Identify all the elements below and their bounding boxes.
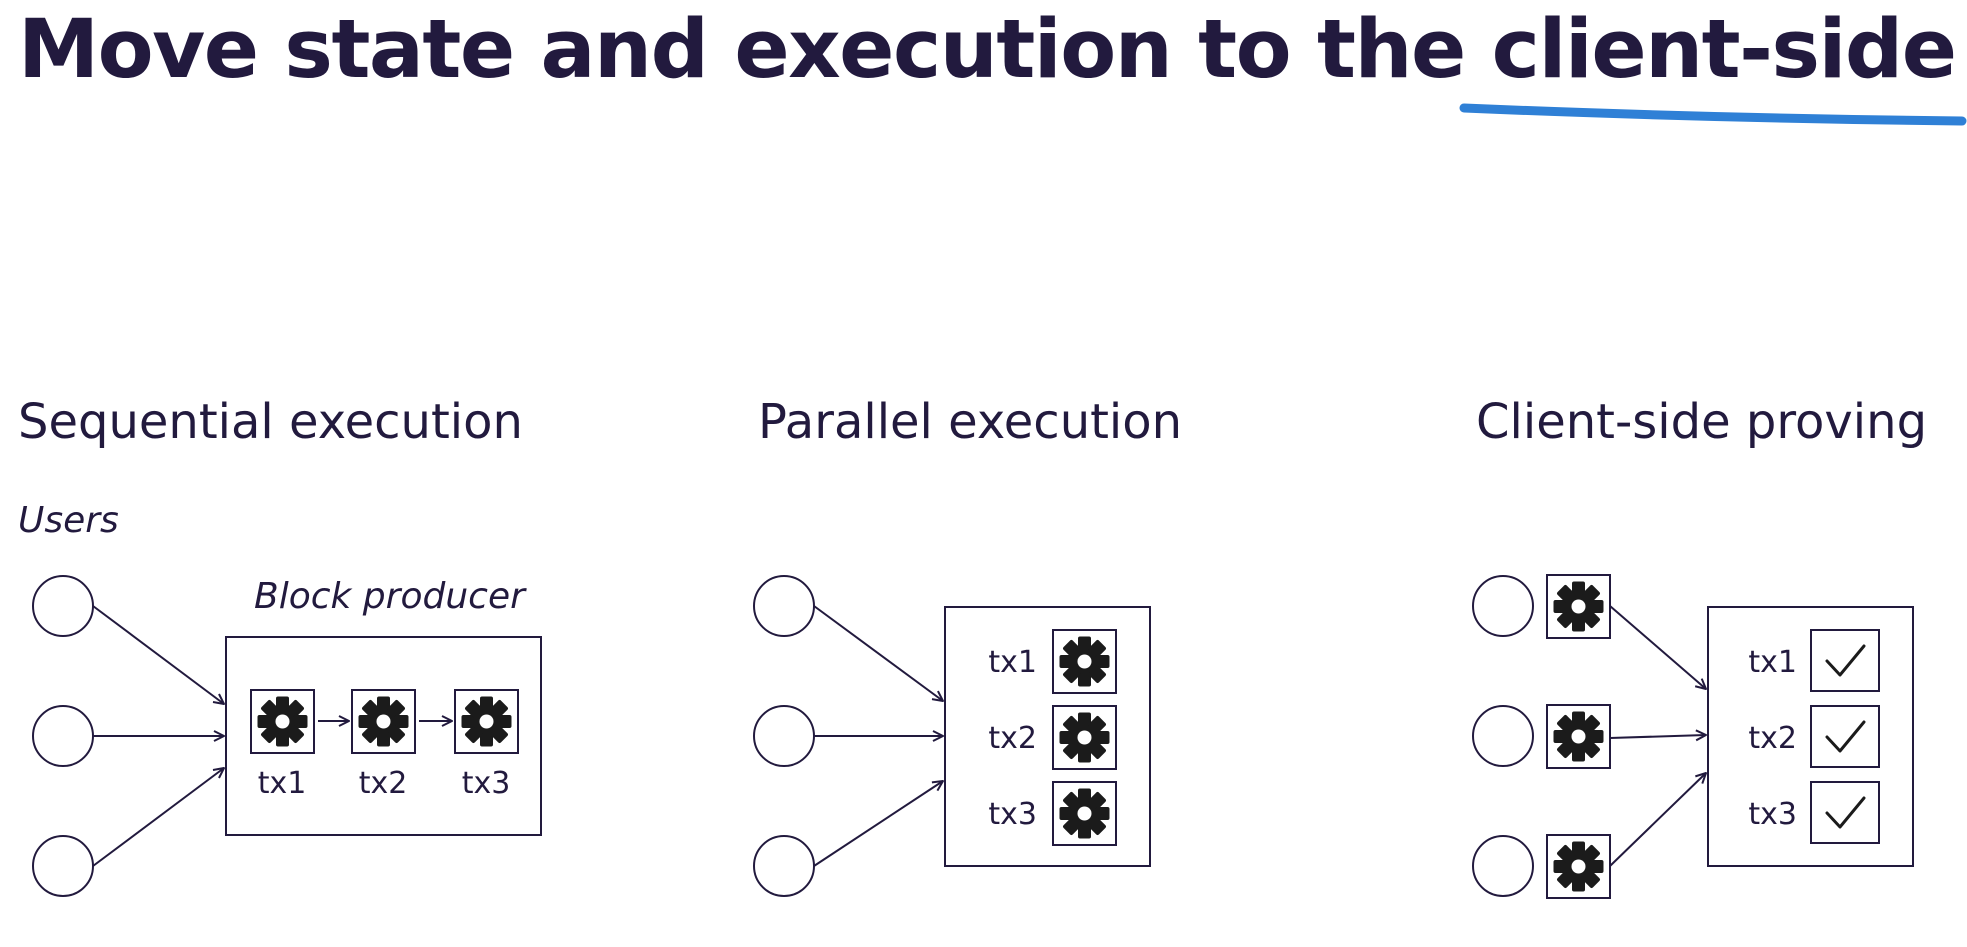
arrow-icon [813, 780, 944, 867]
user-circle-icon [32, 835, 94, 897]
arrow-icon [92, 605, 225, 705]
check-icon [1825, 720, 1866, 753]
block-producer-box [225, 636, 542, 836]
client-side-diagram: tx1 tx2 tx3 [1472, 574, 1914, 899]
gear-icon [1553, 841, 1604, 892]
section-title-client-side: Client-side proving [1476, 394, 1928, 450]
tx-label: tx2 [988, 721, 1037, 756]
tx-check-box [1810, 781, 1880, 844]
gear-icon [1553, 711, 1604, 762]
users-label: Users [18, 500, 119, 541]
gear-icon [1059, 636, 1110, 687]
gear-icon [1553, 581, 1604, 632]
user-circle-icon [32, 705, 94, 767]
user-circle-icon [1472, 575, 1534, 637]
user-circle-icon [753, 835, 815, 897]
tx-label: tx3 [462, 766, 511, 801]
title-emphasis: client-side [1491, 2, 1957, 97]
tx-label: tx3 [1748, 797, 1797, 832]
arrow-icon [1609, 772, 1707, 867]
tx-label: tx1 [988, 645, 1037, 680]
user-circle-icon [1472, 705, 1534, 767]
section-title-sequential: Sequential execution [18, 394, 523, 450]
block-producer-box [944, 606, 1151, 867]
arrow-icon [92, 767, 225, 867]
tx-check-box [1810, 629, 1880, 692]
tx-label: tx2 [359, 766, 408, 801]
title-prefix: Move state and execution to the [18, 2, 1492, 97]
sequential-diagram: tx1 tx2 tx3 [32, 575, 542, 897]
gear-icon [461, 696, 512, 747]
parallel-diagram: tx1 tx2 tx3 [753, 575, 1151, 897]
gear-icon [1059, 712, 1110, 763]
tx-label: tx1 [1748, 645, 1797, 680]
arrow-icon [813, 605, 944, 702]
page-title: Move state and execution to the client-s… [18, 0, 1957, 100]
tx-label: tx3 [988, 797, 1037, 832]
user-circle-icon [32, 575, 94, 637]
user-circle-icon [1472, 835, 1534, 897]
arrow-icon [1609, 605, 1707, 690]
check-icon [1825, 644, 1866, 677]
gear-icon [1059, 788, 1110, 839]
verifier-box [1707, 606, 1914, 867]
arrow-icon [1609, 729, 1707, 742]
user-circle-icon [753, 705, 815, 767]
section-title-parallel: Parallel execution [758, 394, 1183, 450]
check-icon [1825, 796, 1866, 829]
gear-icon [257, 696, 308, 747]
tx-label: tx1 [258, 766, 307, 801]
user-circle-icon [753, 575, 815, 637]
block-producer-label: Block producer [254, 576, 525, 617]
tx-check-box [1810, 705, 1880, 768]
title-underline-stroke [1459, 103, 1967, 126]
tx-label: tx2 [1748, 721, 1797, 756]
gear-icon [358, 696, 409, 747]
